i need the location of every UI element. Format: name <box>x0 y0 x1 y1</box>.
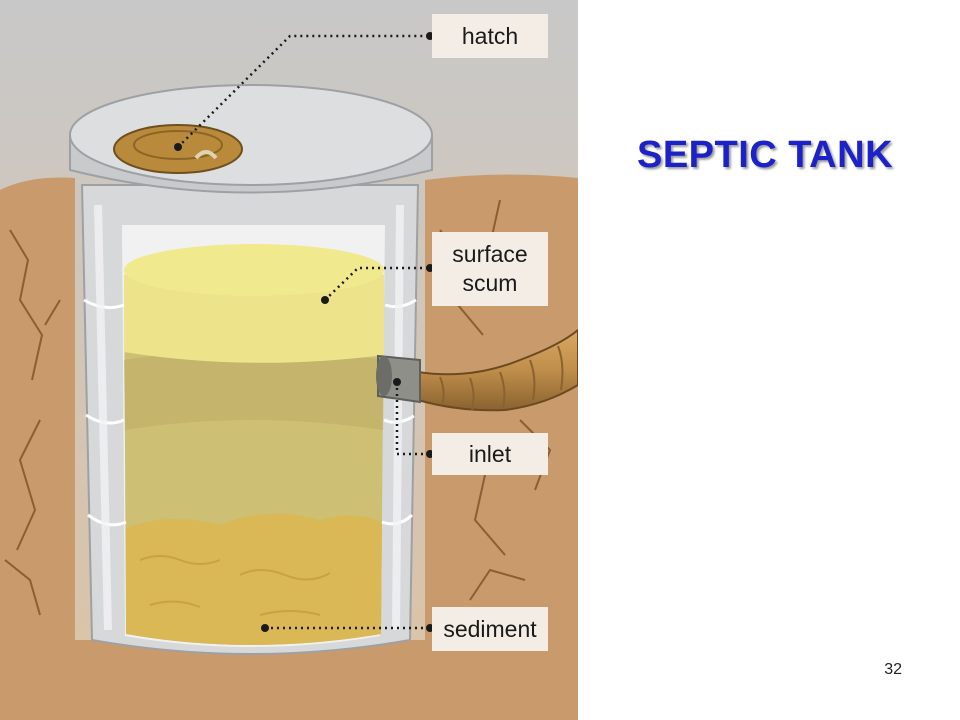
wall-highlight-right <box>392 204 404 631</box>
label-surface-scum: surface scum <box>432 232 548 306</box>
tank-liquid-mid <box>124 350 384 430</box>
leader-lines <box>177 34 430 630</box>
soil <box>0 174 578 720</box>
septic-tank-illustration <box>0 0 578 720</box>
wall-highlight-left <box>94 204 112 631</box>
label-inlet: inlet <box>432 433 548 475</box>
page-number: 32 <box>884 661 902 678</box>
slide-title: SEPTIC TANK <box>636 134 894 176</box>
inlet-pipe-ridges <box>439 345 564 411</box>
inlet-pipe-mouth <box>376 356 392 396</box>
sediment-texture <box>139 555 331 616</box>
hatch-inner <box>133 130 223 160</box>
label-sediment: sediment <box>432 607 548 651</box>
sediment-layer <box>126 513 382 645</box>
scum-top <box>124 244 384 296</box>
hatch-handle <box>194 150 218 160</box>
inlet-pipe-outer <box>417 328 578 412</box>
label-hatch: hatch <box>432 14 548 58</box>
